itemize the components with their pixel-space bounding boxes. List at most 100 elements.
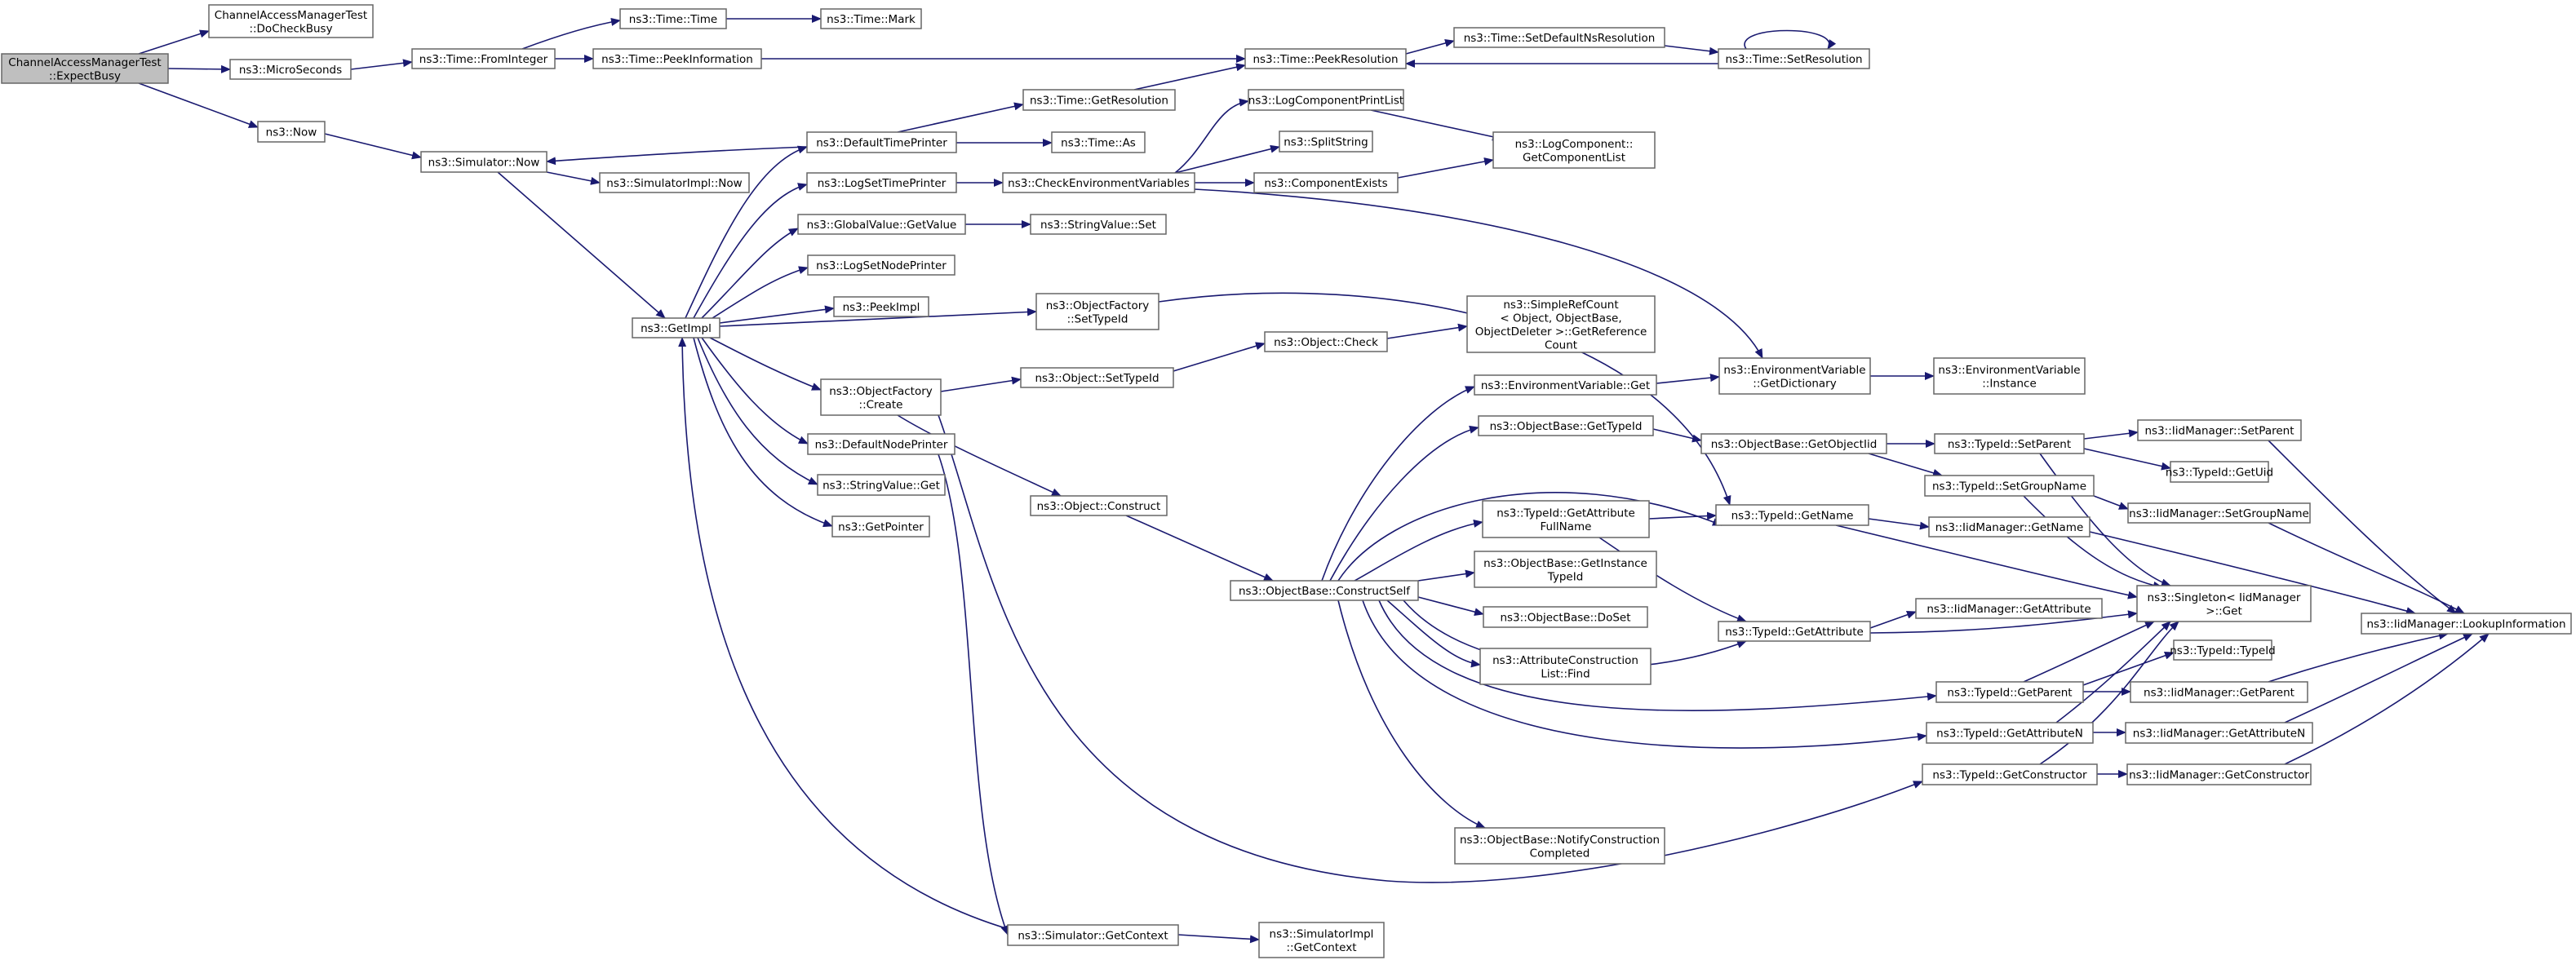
graph-node-peekinfo[interactable]: ns3::Time::PeekInformation xyxy=(592,48,762,69)
graph-node-evinst[interactable]: ns3::EnvironmentVariable::Instance xyxy=(1933,357,2086,395)
graph-node-tidgetuid[interactable]: ns3::TypeId::GetUid xyxy=(2166,461,2273,483)
graph-node-iidgetparent[interactable]: ns3::IidManager::GetParent xyxy=(2130,681,2308,703)
graph-node-iidsetgroup[interactable]: ns3::IidManager::SetGroupName xyxy=(2127,502,2311,524)
graph-node-split[interactable]: ns3::SplitString xyxy=(1279,131,1373,153)
edge-e-fromint-timetime xyxy=(521,17,621,50)
graph-node-objconstruct[interactable]: ns3::Object::Construct xyxy=(1030,495,1168,516)
graph-node-logcpl[interactable]: ns3::LogComponentPrintList xyxy=(1248,89,1404,111)
node-label: ns3::TypeId::GetName xyxy=(1731,510,1854,523)
graph-node-setdefns[interactable]: ns3::Time::SetDefaultNsResolution xyxy=(1453,27,1665,48)
graph-node-deftp[interactable]: ns3::DefaultTimePrinter xyxy=(806,131,957,153)
graph-node-obnotify[interactable]: ns3::ObjectBase::NotifyConstructionCompl… xyxy=(1454,827,1665,865)
graph-node-simimplgetctx[interactable]: ns3::SimulatorImpl::GetContext xyxy=(1258,922,1385,958)
graph-node-defnp[interactable]: ns3::DefaultNodePrinter xyxy=(807,433,955,455)
graph-node-iidsetparent[interactable]: ns3::IidManager::SetParent xyxy=(2137,419,2302,441)
graph-node-peekres[interactable]: ns3::Time::PeekResolution xyxy=(1244,48,1407,69)
graph-node-compex[interactable]: ns3::ComponentExists xyxy=(1253,172,1399,193)
node-box xyxy=(2125,722,2313,744)
edge-e-micro-fromint xyxy=(350,59,413,70)
edge-e-defnp-simgetctx xyxy=(938,453,1009,936)
edge-e-obgettid-obgetoid xyxy=(1652,428,1702,443)
graph-node-micro[interactable]: ns3::MicroSeconds xyxy=(229,59,352,80)
graph-node-lcgcl[interactable]: ns3::LogComponent::GetComponentList xyxy=(1492,131,1656,169)
node-box xyxy=(1453,27,1665,48)
node-label: ns3::TypeId::GetAttribute xyxy=(1496,507,1635,520)
graph-node-evgetdict[interactable]: ns3::EnvironmentVariable::GetDictionary xyxy=(1718,357,1871,395)
graph-node-simgetctx[interactable]: ns3::Simulator::GetContext xyxy=(1007,924,1179,946)
edge-e-root-dcb xyxy=(138,29,210,55)
node-label: ns3::Singleton< IidManager xyxy=(2148,591,2301,604)
graph-node-iidgetname[interactable]: ns3::IidManager::GetName xyxy=(1928,516,2091,538)
graph-node-tidgetattr[interactable]: ns3::TypeId::GetAttribute xyxy=(1718,621,1871,642)
node-box xyxy=(229,59,352,80)
edge-e-getres-peekres xyxy=(1133,63,1246,91)
graph-node-tidgetattrn[interactable]: ns3::TypeId::GetAttributeN xyxy=(1926,722,2094,744)
edge-e-getimpl-defnp xyxy=(701,337,809,445)
graph-node-getptr[interactable]: ns3::GetPointer xyxy=(831,515,930,538)
graph-node-tidtid[interactable]: ns3::TypeId::TypeId xyxy=(2170,639,2276,661)
graph-node-now[interactable]: ns3::Now xyxy=(257,121,326,143)
graph-node-srcgrc[interactable]: ns3::SimpleRefCount< Object, ObjectBase,… xyxy=(1466,295,1656,353)
graph-node-iidlookup[interactable]: ns3::IidManager::LookupInformation xyxy=(2361,613,2572,635)
graph-node-root[interactable]: ChannelAccessManagerTest::ExpectBusy xyxy=(1,53,169,84)
graph-node-tidgetparent[interactable]: ns3::TypeId::GetParent xyxy=(1935,681,2084,703)
node-label: ns3::Simulator::Now xyxy=(428,157,540,170)
node-label: ns3::ComponentExists xyxy=(1264,177,1387,190)
graph-node-simnow[interactable]: ns3::Simulator::Now xyxy=(420,151,548,173)
graph-node-ofsettid[interactable]: ns3::ObjectFactory::SetTypeId xyxy=(1035,293,1159,330)
graph-node-ofcreate[interactable]: ns3::ObjectFactory::Create xyxy=(820,378,942,416)
edge-e-compex-lcgcl xyxy=(1397,157,1494,179)
graph-node-mark[interactable]: ns3::Time::Mark xyxy=(820,8,922,29)
graph-node-obgettid[interactable]: ns3::ObjectBase::GetTypeId xyxy=(1478,415,1654,436)
node-box xyxy=(2361,613,2572,635)
graph-node-obdoset[interactable]: ns3::ObjectBase::DoSet xyxy=(1483,606,1648,628)
node-box xyxy=(1466,295,1656,353)
edge-e-tidgetctor-singleton xyxy=(2039,621,2179,765)
graph-node-lognp[interactable]: ns3::LogSetNodePrinter xyxy=(807,254,955,276)
graph-node-objcheck[interactable]: ns3::Object::Check xyxy=(1264,331,1388,352)
edge-e-tidsetparent-iidsetparent xyxy=(2083,429,2139,440)
graph-node-timeas[interactable]: ns3::Time::As xyxy=(1051,131,1146,153)
graph-node-checkenv[interactable]: ns3::CheckEnvironmentVariables xyxy=(1002,172,1195,193)
graph-node-iidgetctor[interactable]: ns3::IidManager::GetConstructor xyxy=(2126,763,2312,785)
graph-node-fromint[interactable]: ns3::Time::FromInteger xyxy=(411,48,556,69)
node-label: ns3::GetPointer xyxy=(838,521,924,534)
graph-node-obgetoid[interactable]: ns3::ObjectBase::GetObjectIid xyxy=(1700,433,1887,454)
graph-node-svset[interactable]: ns3::StringValue::Set xyxy=(1030,214,1167,235)
node-box xyxy=(807,433,955,455)
node-label: ns3::MicroSeconds xyxy=(239,64,342,77)
node-box xyxy=(2127,502,2311,524)
edge-e-tidsetgroup-iidsetgroup xyxy=(2093,495,2129,510)
graph-node-dcb[interactable]: ChannelAccessManagerTest::DoCheckBusy xyxy=(208,4,374,38)
graph-node-getres[interactable]: ns3::Time::GetResolution xyxy=(1022,89,1176,111)
node-box xyxy=(619,8,727,29)
graph-node-singleton[interactable]: ns3::Singleton< IidManager>::Get xyxy=(2136,585,2312,622)
graph-node-objsettid[interactable]: ns3::Object::SetTypeId xyxy=(1020,367,1174,388)
graph-node-logtp[interactable]: ns3::LogSetTimePrinter xyxy=(806,172,957,193)
graph-node-svget[interactable]: ns3::StringValue::Get xyxy=(817,474,946,496)
graph-node-evget[interactable]: ns3::EnvironmentVariable::Get xyxy=(1474,374,1657,396)
graph-node-tidsetparent[interactable]: ns3::TypeId::SetParent xyxy=(1934,433,2085,454)
graph-node-getimpl[interactable]: ns3::GetImpl xyxy=(632,317,720,338)
graph-node-peekimpl[interactable]: ns3::PeekImpl xyxy=(833,296,929,317)
node-label: ns3::AttributeConstruction xyxy=(1492,654,1638,667)
node-label: ::Create xyxy=(859,398,903,411)
graph-node-tidgetname[interactable]: ns3::TypeId::GetName xyxy=(1715,504,1869,526)
graph-node-obcs[interactable]: ns3::ObjectBase::ConstructSelf xyxy=(1230,580,1419,601)
graph-node-setres[interactable]: ns3::Time::SetResolution xyxy=(1718,48,1870,69)
edge-e-ofcreate-tidgetctor xyxy=(938,414,1923,883)
graph-node-timetime[interactable]: ns3::Time::Time xyxy=(619,8,727,29)
node-label: ns3::PeekImpl xyxy=(843,301,920,314)
graph-node-tidsetgroup[interactable]: ns3::TypeId::SetGroupName xyxy=(1924,475,2095,497)
graph-node-tidgetctor[interactable]: ns3::TypeId::GetConstructor xyxy=(1922,763,2098,785)
graph-node-gvget[interactable]: ns3::GlobalValue::GetValue xyxy=(797,214,966,235)
graph-node-iidgetattrn[interactable]: ns3::IidManager::GetAttributeN xyxy=(2125,722,2313,744)
graph-node-iidgetattr[interactable]: ns3::IidManager::GetAttribute xyxy=(1915,598,2103,619)
edge-e-tidgetparent-tidtid xyxy=(2082,652,2175,686)
edge-e-getimpl-svget xyxy=(697,337,818,485)
graph-node-simimplnow[interactable]: ns3::SimulatorImpl::Now xyxy=(599,172,750,193)
edge-e-deftp-getres xyxy=(897,102,1024,133)
